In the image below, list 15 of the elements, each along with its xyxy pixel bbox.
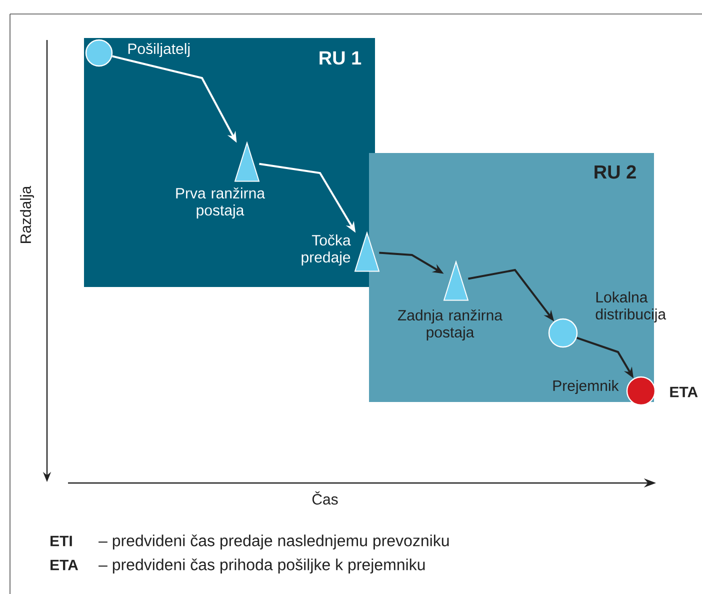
node-label: ETA	[670, 386, 698, 398]
node-label: Točka predaje	[302, 234, 351, 266]
node-label: Prejemnik	[553, 380, 619, 394]
node-label: Prva ranžirna postaja	[176, 187, 265, 218]
node-label: Zadnja ranžirna postaja	[398, 309, 502, 340]
axis-label: Razdalja	[20, 186, 34, 243]
circle-marker	[626, 376, 656, 406]
circle-marker	[548, 318, 578, 348]
axis-label: Čas	[312, 491, 338, 505]
node-label: Pošiljatelj	[128, 42, 190, 57]
definition-text: – predvideni čas predaje naslednjemu prevozniku	[98, 534, 449, 550]
circle-marker	[85, 39, 113, 67]
definition-text: – predvideni čas prihoda pošiljke k prejemniku	[98, 558, 425, 574]
abbreviation: ETA	[50, 560, 78, 570]
abbreviation: ETI	[50, 536, 72, 546]
